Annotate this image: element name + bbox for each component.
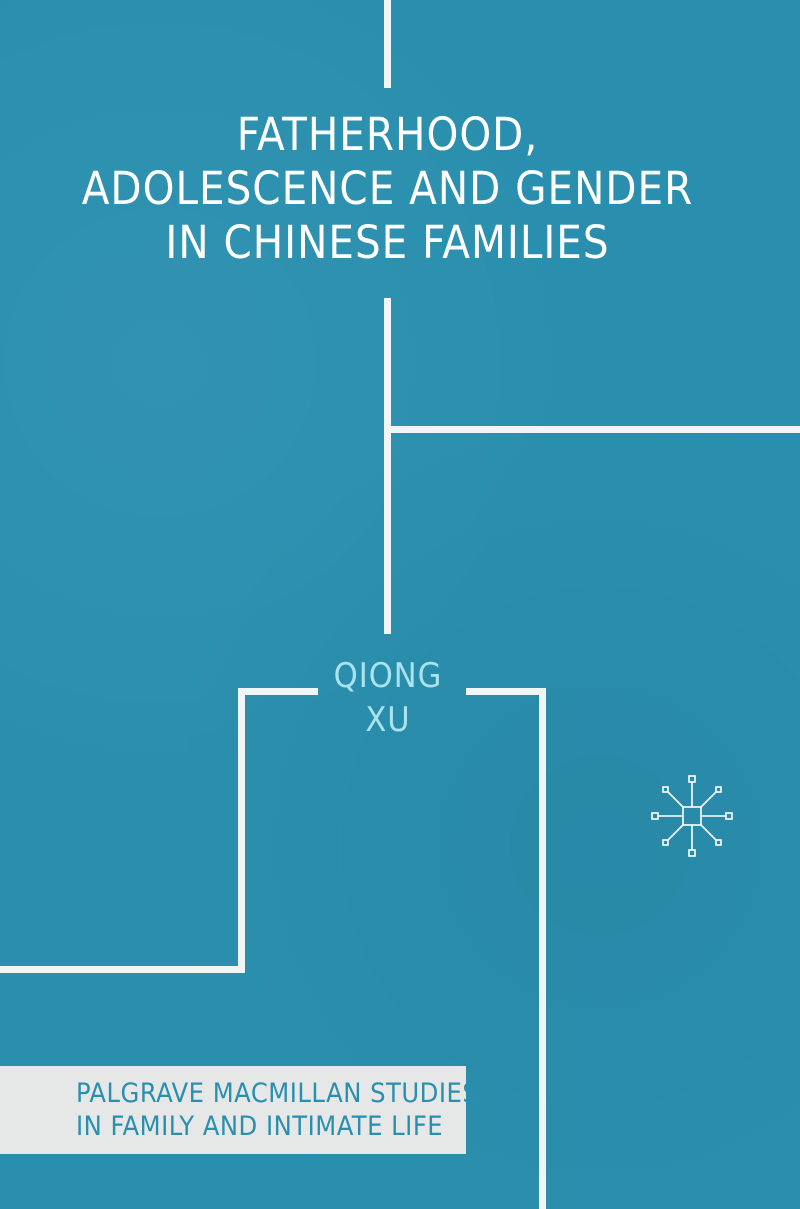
horizontal-line-left xyxy=(0,966,245,973)
series-line-1: PALGRAVE MACMILLAN STUDIES xyxy=(76,1078,479,1109)
bracket-left-vertical xyxy=(238,688,245,973)
horizontal-line-right xyxy=(384,426,800,433)
title-line-3: IN CHINESE FAMILIES xyxy=(165,216,610,269)
series-label-box: PALGRAVE MACMILLAN STUDIES IN FAMILY AND… xyxy=(0,1066,479,1154)
series-line-2: IN FAMILY AND INTIMATE LIFE xyxy=(76,1111,444,1142)
series-title: PALGRAVE MACMILLAN STUDIES IN FAMILY AND… xyxy=(76,1077,479,1143)
book-title: FATHERHOOD, ADOLESCENCE AND GENDER IN CH… xyxy=(0,108,775,270)
vertical-line-top xyxy=(384,0,391,88)
bracket-right-vertical xyxy=(539,688,546,1209)
title-line-1: FATHERHOOD, xyxy=(236,108,539,161)
author-last-name: XU xyxy=(365,700,411,740)
bracket-left-top xyxy=(238,688,318,695)
author-first-name: QIONG xyxy=(333,656,443,696)
bracket-right-top xyxy=(466,688,546,695)
title-line-2: ADOLESCENCE AND GENDER xyxy=(81,162,694,215)
palgrave-logo-icon xyxy=(651,775,733,857)
vertical-line-center xyxy=(384,298,391,634)
